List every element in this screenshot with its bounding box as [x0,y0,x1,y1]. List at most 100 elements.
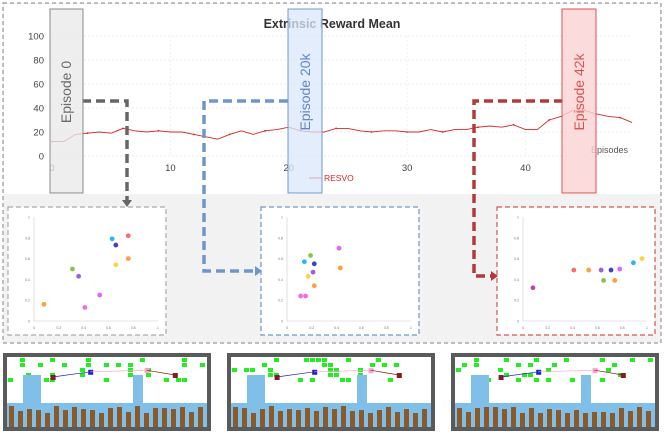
scatter-y-tick: 0.6 [278,257,283,261]
env-post [260,409,265,427]
env-post [628,411,633,427]
env-post [108,408,113,427]
env-post [233,407,238,427]
scatter-x-tick: 1 [157,326,159,330]
scatter-point [113,262,119,268]
x-tick-label: 40 [520,163,531,174]
scatter-y-tick: 0 [517,320,519,324]
env-apple [146,373,151,377]
y-tick-label: 80 [33,56,44,67]
y-tick-label: 0 [39,152,44,163]
env-apple [80,368,85,372]
env-apple [456,368,461,372]
env-post [359,410,364,427]
env-apple [310,358,315,362]
env-post [189,412,194,427]
env-water [357,375,367,427]
connector-episode-42k [472,99,563,278]
scatter-point [125,233,131,239]
env-apple [232,368,237,372]
x-tick-label: 30 [402,163,413,174]
env-apple [570,378,575,382]
env-post [637,407,642,427]
env-post [350,411,355,427]
scatter-point [337,265,343,271]
env-apple [164,378,169,382]
env-apple [564,358,569,362]
env-agent [498,375,504,380]
env-apple [176,378,181,382]
line-point [122,127,124,130]
env-apple [262,363,267,367]
env-post [99,413,104,427]
env-post [466,412,471,427]
scatter-point [336,245,342,251]
line-point [264,129,266,132]
chart-title: Extrinsic Reward Mean [264,17,401,31]
env-apple [606,368,611,372]
env-post [547,409,552,427]
line-point [86,132,89,135]
scatter-point [639,256,645,261]
connector-arrowhead-0 [122,200,132,207]
env-post [493,407,498,427]
env-agent [620,373,626,378]
env-apple [346,378,351,382]
scatter-x-tick: 0.2 [309,326,314,330]
env-agent [396,373,402,378]
env-apple [304,358,309,362]
env-post [287,409,292,427]
env-apple [116,363,121,367]
legend-label: RESVO [324,173,354,183]
highlight-label-episode-20k: Episode 20k [297,52,313,130]
scatter-plot-2: 000.20.20.40.40.60.60.80.811 [514,216,648,331]
env-apple [316,358,321,362]
y-tick-label: 60 [33,80,44,91]
env-apple [516,363,521,367]
env-apple [322,358,327,362]
env-apple [528,363,533,367]
env-post [529,408,534,427]
env-agent [144,368,150,374]
scatter-point [298,293,304,299]
env-apple [268,373,273,377]
scatter-y-tick: 0.8 [278,236,283,240]
env-post [520,413,525,427]
scatter-y-tick: 1 [517,216,519,220]
env-post [135,406,140,427]
scatter-x-tick: 0.4 [570,326,575,330]
env-apple [80,373,85,377]
env-apple [274,358,279,362]
scatter-point [601,278,606,283]
env-apple [322,363,327,367]
scatter-panels: 000.20.20.40.40.60.60.80.811 000.20.20.4… [7,206,656,336]
scatter-point [612,278,618,283]
scatter-point [76,273,82,279]
env-apple [600,378,605,382]
scatter-y-tick: 0.2 [25,299,30,303]
env-apple [382,363,387,367]
env-apple [182,358,187,362]
env-apple [86,363,91,367]
scatter-x-tick: 0.6 [359,326,364,330]
env-apple [128,363,133,367]
line-point [548,119,551,121]
scatter-y-tick: 0 [281,320,283,324]
scatter-point [305,273,311,279]
connector-episode-20k [202,99,288,273]
scatter-point [571,267,577,273]
env-post [296,410,301,427]
line-point [512,123,515,126]
env-post [502,409,507,427]
env-apple [346,358,351,362]
scatter-panel-episode-20k [260,206,420,336]
env-apple [462,363,467,367]
connector-episode-0 [82,99,129,200]
env-agent [312,369,318,375]
line-point [370,131,373,133]
env-water [133,375,143,427]
env-apple [504,373,509,377]
scatter-point [598,267,604,273]
env-post [72,407,77,427]
scatter-point [125,256,131,261]
